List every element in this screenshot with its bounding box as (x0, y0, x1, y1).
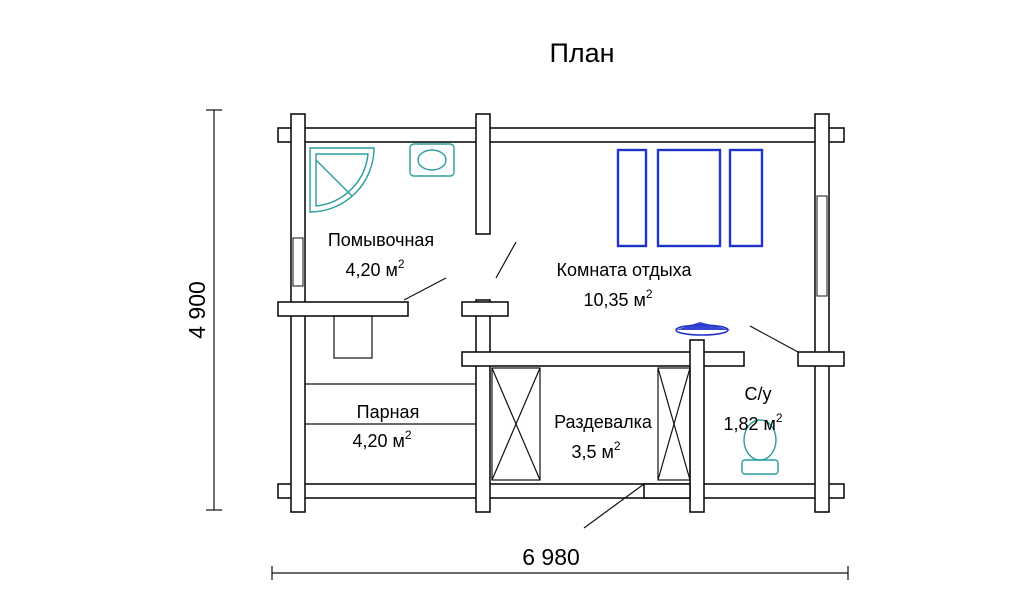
area-unit-sup: 2 (405, 428, 412, 442)
svg-text:10,35 м2: 10,35 м2 (583, 287, 652, 310)
room-label-steam-room: Парная 4,20 м2 (352, 402, 419, 451)
height-value: 4 900 (184, 281, 210, 339)
room-area: 4,20 м (345, 260, 397, 280)
room-area: 10,35 м (583, 290, 645, 310)
room-name: Раздевалка (554, 412, 653, 432)
shower-icon (309, 147, 375, 213)
room-label-washroom: Помывочная 4,20 м2 (328, 230, 434, 280)
stove-icon (333, 315, 373, 359)
furniture-set (616, 148, 764, 248)
room-name: Парная (357, 402, 420, 422)
room-name: Помывочная (328, 230, 434, 250)
svg-text:1,82 м2: 1,82 м2 (723, 411, 782, 434)
area-unit-sup: 2 (614, 439, 621, 453)
dimension-width: 6 980 (271, 544, 849, 580)
lamp-icon (675, 322, 730, 336)
svg-text:4,20 м2: 4,20 м2 (345, 257, 404, 280)
plan-title: План (549, 38, 614, 68)
walls (277, 113, 845, 513)
room-area: 1,82 м (723, 414, 775, 434)
toilet-icon (741, 419, 779, 475)
dimension-height: 4 900 (184, 109, 222, 511)
room-name: Комната отдыха (557, 260, 693, 280)
wardrobe-right-icon (657, 367, 691, 481)
door-swings (403, 241, 799, 529)
svg-text:3,5 м2: 3,5 м2 (571, 439, 620, 462)
room-area: 4,20 м (352, 431, 404, 451)
room-label-dressing-room: Раздевалка 3,5 м2 (554, 412, 653, 462)
room-name: С/у (745, 384, 772, 404)
area-unit-sup: 2 (646, 287, 653, 301)
steam-benches (305, 383, 476, 425)
room-area: 3,5 м (571, 442, 613, 462)
room-label-rest-room: Комната отдыха 10,35 м2 (557, 260, 693, 310)
area-unit-sup: 2 (398, 257, 405, 271)
area-unit-sup: 2 (776, 411, 783, 425)
wardrobe-left-icon (491, 367, 541, 481)
room-label-bathroom: С/у 1,82 м2 (723, 384, 782, 434)
svg-text:4,20 м2: 4,20 м2 (352, 428, 411, 451)
sink-icon (409, 143, 455, 177)
width-value: 6 980 (522, 544, 580, 570)
